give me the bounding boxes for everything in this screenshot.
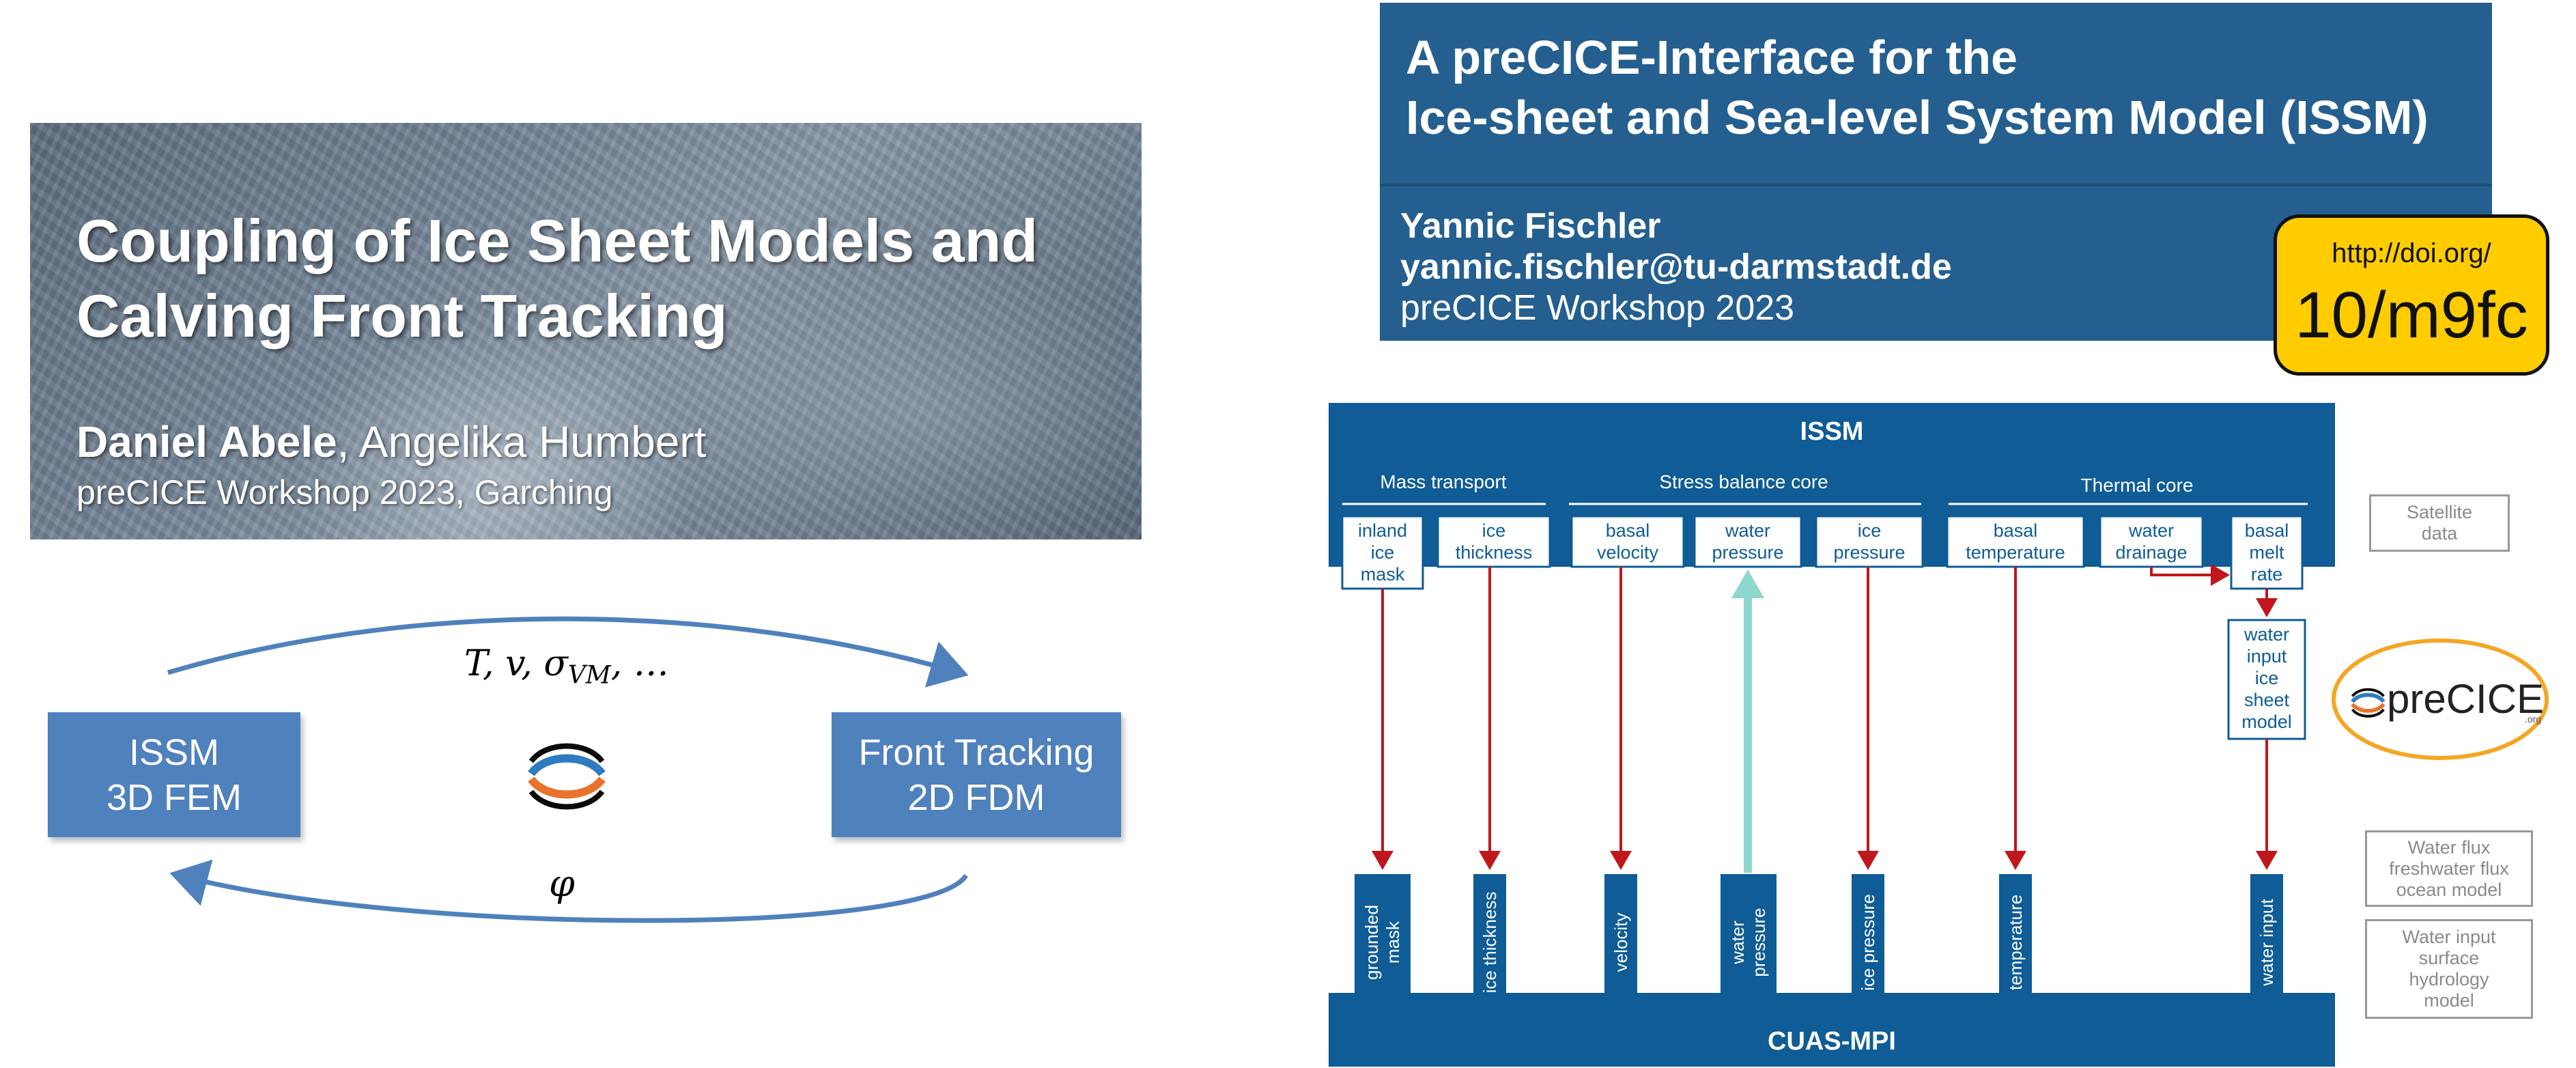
group-thermal-core: Thermal core	[2081, 475, 2194, 496]
issm-var-inland-ice-mask: inland ice mask	[1341, 515, 1424, 590]
doi-badge[interactable]: http://doi.org/ 10/m9fc	[2274, 214, 2549, 376]
svg-text:basal: basal	[1606, 520, 1650, 541]
svg-text:ice: ice	[1371, 542, 1395, 563]
left-slide-venue: preCICE Workshop 2023, Garching	[76, 473, 613, 511]
left-title-slide: Coupling of Ice Sheet Models and Calving…	[30, 123, 1142, 539]
right-slide-author: Yannic Fischler	[1400, 206, 1661, 246]
arrow-front-to-issm	[169, 859, 968, 923]
svg-text:water input: water input	[2256, 899, 2277, 987]
issm-var-ice-thickness: ice thickness	[1436, 515, 1551, 568]
author-primary: Daniel Abele	[76, 417, 337, 466]
right-slide-venue: preCICE Workshop 2023	[1400, 288, 1795, 328]
svg-text:pressure: pressure	[1833, 542, 1905, 563]
svg-text:sheet: sheet	[2244, 690, 2290, 710]
satellite-data-box: Satellite data	[2369, 494, 2510, 552]
issm-box-line1: ISSM	[128, 731, 220, 773]
group-mass-transport: Mass transport	[1380, 471, 1506, 492]
svg-text:ice thickness: ice thickness	[1480, 892, 1500, 994]
issm-var-basal-melt-rate: basal melt rate	[2230, 515, 2304, 590]
right-slide-title: A preCICE-Interface for the Ice-sheet an…	[1406, 27, 2429, 147]
svg-text:ice: ice	[1858, 520, 1882, 541]
issm-var-ice-pressure: ice pressure	[1815, 515, 1924, 568]
precice-logo-org: .org	[2525, 714, 2541, 725]
svg-text:temperature: temperature	[1966, 542, 2065, 563]
svg-text:mask: mask	[1361, 564, 1405, 585]
issm-var-water-drainage: water drainage	[2099, 515, 2204, 568]
svg-text:inland: inland	[1358, 520, 1407, 541]
svg-text:ice: ice	[2255, 668, 2279, 688]
author-secondary: , Angelika Humbert	[337, 417, 707, 466]
issm-var-water-pressure: water pressure	[1693, 515, 1802, 568]
group-stress-balance-core: Stress balance core	[1659, 471, 1828, 492]
svg-text:thickness: thickness	[1456, 542, 1533, 563]
left-slide-title: Coupling of Ice Sheet Models and Calving…	[76, 203, 1128, 354]
issm-cuas-coupling-schematic: ISSM Mass transport Stress balance core …	[1329, 403, 2335, 1067]
svg-text:mask: mask	[1383, 921, 1403, 964]
precice-logo-text: preCICE	[2387, 676, 2544, 722]
issm-var-basal-velocity: basal velocity	[1570, 515, 1685, 568]
sigma-subscript: VM	[567, 661, 611, 690]
issm-box-line2: 3D FEM	[106, 776, 242, 818]
precice-logo: preCICE .org	[2330, 636, 2551, 762]
svg-text:model: model	[2241, 712, 2292, 732]
cuas-mpi-band-title: CUAS-MPI	[1768, 1027, 1896, 1056]
svg-text:water: water	[2244, 624, 2289, 645]
issm-3d-fem-box: ISSM 3D FEM	[48, 712, 300, 837]
arrow-drainage-to-melt	[2150, 564, 2230, 586]
right-slide-title-line1: A preCICE-Interface for the	[1406, 31, 2018, 84]
svg-text:rate: rate	[2251, 564, 2283, 585]
cuas-var-water-input: water input	[2250, 874, 2283, 1011]
right-slide-title-line2: Ice-sheet and Sea-level System Model (IS…	[1406, 91, 2429, 144]
svg-text:water: water	[1727, 921, 1748, 965]
cuas-var-grounded-mask: grounded mask	[1355, 874, 1411, 1011]
svg-text:basal: basal	[1994, 520, 2038, 541]
arrow-issm-to-front	[167, 616, 969, 688]
left-slide-title-line2: Calving Front Tracking	[76, 282, 728, 350]
svg-text:velocity: velocity	[1611, 913, 1631, 972]
left-slide-title-line1: Coupling of Ice Sheet Models and	[76, 207, 1038, 275]
front-box-line1: Front Tracking	[858, 731, 1094, 773]
svg-text:basal: basal	[2245, 520, 2289, 541]
cuas-var-velocity: velocity	[1604, 874, 1637, 1011]
svg-text:ice: ice	[1482, 520, 1506, 541]
coupled-variables-label: T, v, σVM, …	[464, 643, 669, 690]
svg-text:pressure: pressure	[1712, 542, 1783, 563]
cuas-var-ice-thickness: ice thickness	[1473, 874, 1506, 1011]
header-divider	[1380, 184, 2492, 186]
svg-text:water: water	[2128, 520, 2174, 541]
front-box-line2: 2D FDM	[907, 776, 1045, 818]
svg-text:ice pressure: ice pressure	[1858, 894, 1878, 991]
doi-url: http://doi.org/	[2332, 238, 2491, 268]
svg-text:melt: melt	[2249, 542, 2284, 563]
svg-text:drainage: drainage	[2115, 542, 2187, 563]
precice-symbol-icon	[528, 743, 606, 810]
svg-text:grounded: grounded	[1361, 905, 1382, 980]
svg-text:pressure: pressure	[1749, 908, 1769, 976]
cuas-var-ice-pressure: ice pressure	[1852, 874, 1884, 1011]
svg-text:velocity: velocity	[1597, 542, 1659, 563]
svg-text:temperature: temperature	[2005, 895, 2026, 990]
surface-hydrology-model-box: Water input surface hydrology model	[2365, 919, 2533, 1019]
water-input-ice-sheet-model-box: water input ice sheet model	[2227, 619, 2306, 740]
left-slide-authors: Daniel Abele, Angelika Humbert	[76, 417, 706, 467]
level-set-label: φ	[549, 862, 575, 905]
cuas-var-water-pressure: water pressure	[1721, 874, 1777, 1011]
svg-text:water: water	[1725, 520, 1770, 541]
issm-var-basal-temperature: basal temperature	[1946, 515, 2085, 568]
water-flux-ocean-model-box: Water flux freshwater flux ocean model	[2365, 830, 2533, 907]
coupling-arrows	[167, 616, 969, 923]
issm-band-title: ISSM	[1800, 417, 1864, 446]
cuas-var-temperature: temperature	[1999, 874, 2032, 1011]
right-slide-email: yannic.fischler@tu-darmstadt.de	[1400, 247, 1952, 287]
doi-code: 10/m9fc	[2295, 279, 2528, 352]
svg-text:input: input	[2247, 646, 2287, 666]
front-tracking-2d-fdm-box: Front Tracking 2D FDM	[832, 712, 1121, 837]
precice-logo-icon	[2351, 688, 2386, 718]
